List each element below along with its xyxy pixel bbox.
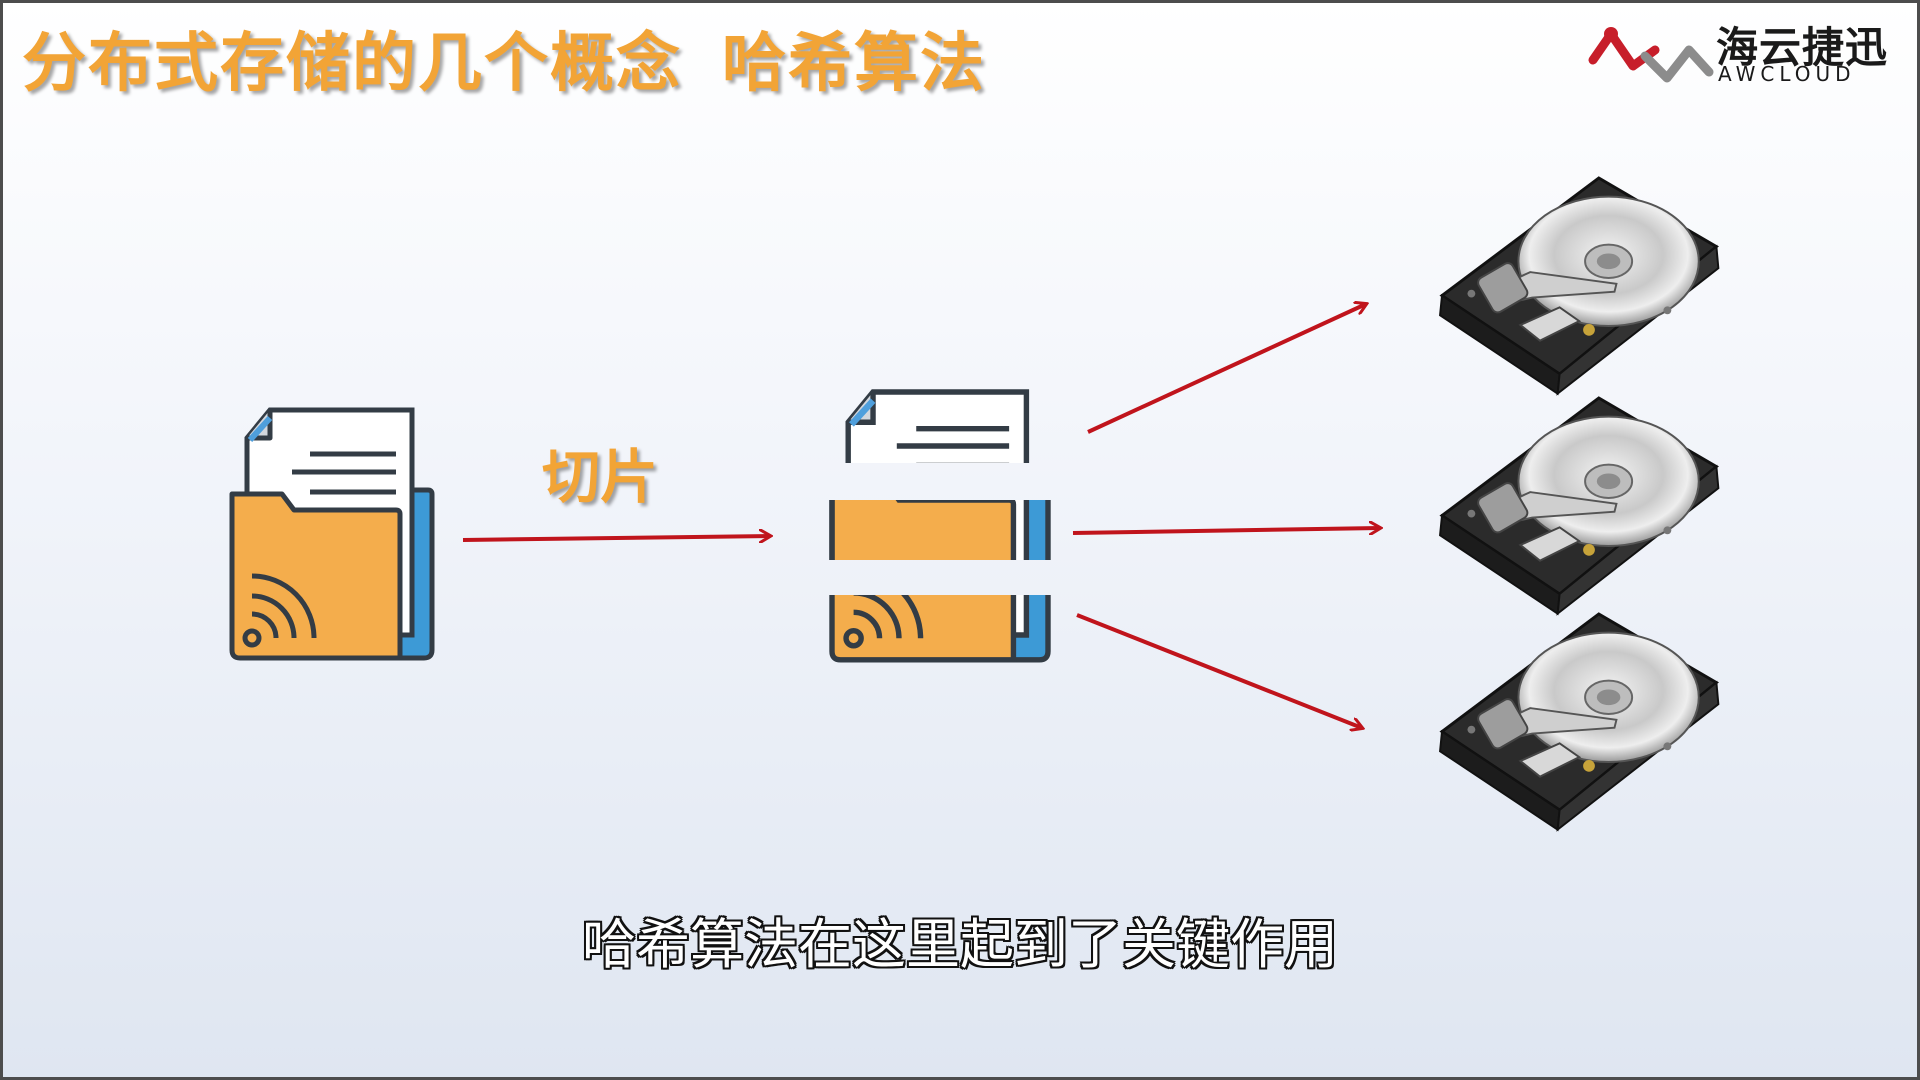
arrow-icon	[462, 536, 770, 540]
title-sub: 哈希算法	[722, 27, 986, 101]
arrow-icon	[1072, 528, 1380, 533]
arrow-icon	[1087, 304, 1366, 434]
hard-disk-icon	[1438, 396, 1720, 616]
title-main: 分布式存储的几个概念	[22, 27, 682, 101]
logo-name-cn: 海云捷迅	[1716, 23, 1889, 72]
logo-name-en: AWCLOUD	[1718, 62, 1856, 86]
arrow-icon	[1076, 613, 1362, 728]
slice-label: 切片	[542, 443, 659, 511]
page-title: 分布式存储的几个概念哈希算法	[22, 12, 986, 104]
caption-subtitle: 哈希算法在这里起到了关键作用	[582, 913, 1338, 976]
hard-disk-icon	[1438, 176, 1720, 396]
hard-disk-icon	[1438, 612, 1720, 832]
file-folder-icon-left	[229, 407, 435, 661]
logo-mark-icon	[1588, 27, 1714, 83]
